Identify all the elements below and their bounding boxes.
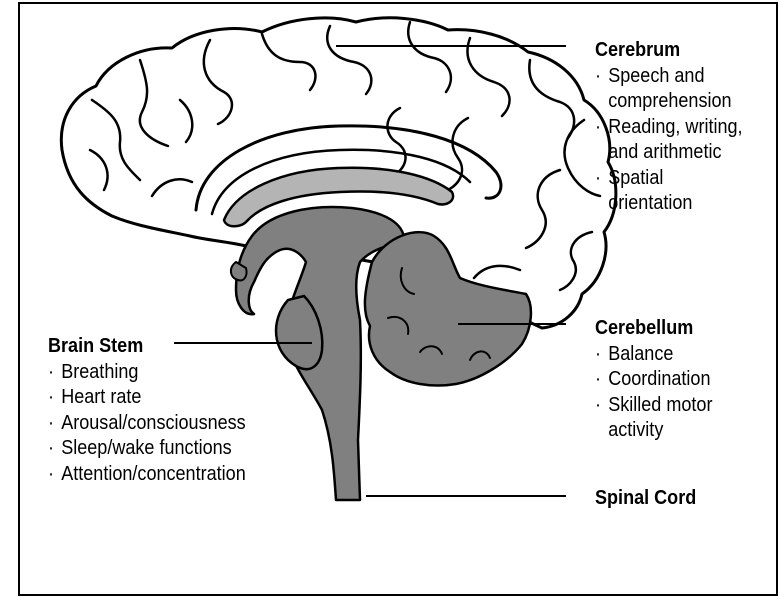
brain-stem-item-text: Arousal/consciousness (61, 410, 246, 436)
brain-stem-item: · Sleep/wake functions (48, 435, 246, 461)
spinal-cord-label-block: Spinal Cord (595, 485, 696, 511)
bullet: · (48, 435, 61, 461)
cerebrum-item-text: Spatial orientation (608, 165, 692, 216)
bullet: · (595, 366, 608, 392)
bullet: · (48, 410, 61, 436)
brain-stem-item-text: Breathing (61, 359, 138, 385)
bullet: · (595, 165, 608, 216)
cerebrum-label-block: Cerebrum · Speech and comprehension · Re… (595, 37, 743, 216)
bullet: · (595, 114, 608, 165)
cerebellum-item-text: Balance (608, 341, 673, 367)
cerebrum-item-text: Reading, writing, and arithmetic (608, 114, 742, 165)
brain-stem-item-text: Sleep/wake functions (61, 435, 231, 461)
brain-stem-item: · Attention/concentration (48, 461, 246, 487)
cerebellum-item: · Balance (595, 341, 712, 367)
bullet: · (48, 359, 61, 385)
bullet: · (595, 63, 608, 114)
cerebrum-item: · Spatial orientation (595, 165, 743, 216)
bullet: · (595, 392, 608, 443)
brain-stem-title: Brain Stem (48, 333, 246, 359)
brain-stem-label-block: Brain Stem · Breathing · Heart rate · Ar… (48, 333, 246, 486)
cerebrum-title: Cerebrum (595, 37, 743, 63)
cerebellum-title: Cerebellum (595, 315, 712, 341)
cerebellum-item-text: Coordination (608, 366, 710, 392)
brain-stem-item: · Breathing (48, 359, 246, 385)
cerebrum-item-text: Speech and comprehension (608, 63, 731, 114)
cerebrum-item: · Speech and comprehension (595, 63, 743, 114)
cerebellum-item: · Coordination (595, 366, 712, 392)
bullet: · (48, 384, 61, 410)
spinal-cord-title: Spinal Cord (595, 485, 696, 511)
cerebrum-item: · Reading, writing, and arithmetic (595, 114, 743, 165)
brain-stem-item-text: Attention/concentration (61, 461, 246, 487)
cerebellum-label-block: Cerebellum · Balance · Coordination · Sk… (595, 315, 712, 443)
brain-stem-item-text: Heart rate (61, 384, 141, 410)
bullet: · (595, 341, 608, 367)
cerebellum-item-text: Skilled motor activity (608, 392, 712, 443)
bullet: · (48, 461, 61, 487)
brain-stem-item: · Heart rate (48, 384, 246, 410)
cerebellum-item: · Skilled motor activity (595, 392, 712, 443)
brain-stem-item: · Arousal/consciousness (48, 410, 246, 436)
